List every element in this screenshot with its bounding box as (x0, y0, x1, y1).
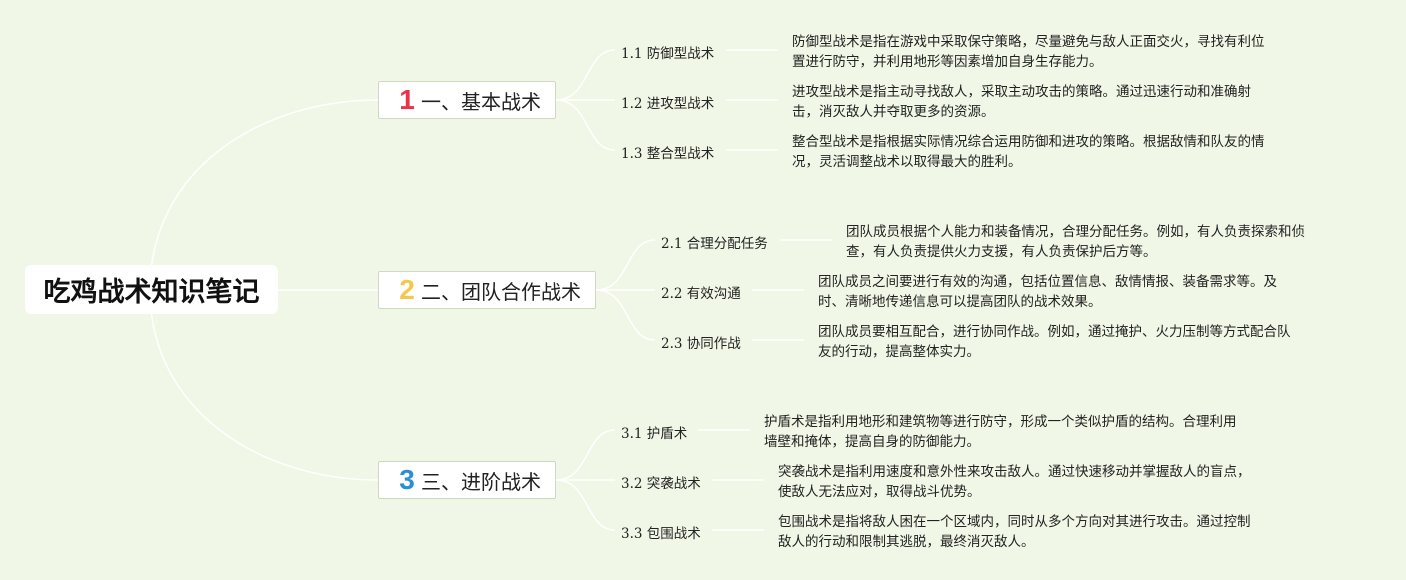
desc-line: 团队成员根据个人能力和装备情况，合理分配任务。例如，有人负责探索和侦 (846, 224, 1305, 240)
desc-line: 查，有人负责提供火力支援，有人负责保护后方等。 (846, 244, 1157, 260)
branch-label: 三、进阶战术 (421, 469, 541, 494)
desc-line: 敌人的行动和限制其逃脱，最终消灭敌人。 (778, 534, 1035, 550)
desc-shield-tactic: 护盾术是指利用地形和建筑物等进行防守，形成一个类似护盾的结构。合理利用 墙壁和掩… (764, 412, 1284, 452)
desc-line: 墙壁和掩体，提高自身的防御能力。 (764, 434, 980, 450)
number-3-icon: 3 (399, 464, 415, 495)
connector-root-branch-3 (149, 289, 379, 481)
desc-offensive-tactics: 进攻型战术是指主动寻找敌人，采取主动攻击的策略。通过迅速行动和准确射 击，消灭敌… (792, 82, 1302, 122)
desc-line: 突袭战术是指利用速度和意外性来攻击敌人。通过快速移动并掌握敌人的盲点， (778, 464, 1251, 480)
branch-team-tactics[interactable]: 2 二、团队合作战术 (378, 271, 596, 309)
branch-advanced-tactics[interactable]: 3 三、进阶战术 (378, 461, 556, 499)
leaf-raid-tactic[interactable]: 3.2 突袭战术 (621, 476, 701, 492)
desc-line: 况，灵活调整战术以取得最大的胜利。 (792, 154, 1022, 170)
desc-line: 整合型战术是指根据实际情况综合运用防御和进攻的策略。根据敌情和队友的情 (792, 134, 1265, 150)
desc-line: 护盾术是指利用地形和建筑物等进行防守，形成一个类似护盾的结构。合理利用 (764, 414, 1237, 430)
root-title: 吃鸡战术知识笔记 (43, 277, 260, 308)
desc-defensive-tactics: 防御型战术是指在游戏中采取保守策略，尽量避免与敌人正面交火，寻找有利位 置进行防… (792, 32, 1302, 72)
branch-label: 二、团队合作战术 (421, 279, 581, 304)
leaf-shield-tactic[interactable]: 3.1 护盾术 (621, 426, 688, 442)
number-2-icon: 2 (399, 274, 415, 305)
desc-line: 团队成员要相互配合，进行协同作战。例如，通过掩护、火力压制等方式配合队 (818, 324, 1291, 340)
desc-task-assignment: 团队成员根据个人能力和装备情况，合理分配任务。例如，有人负责探索和侦 查，有人负… (846, 222, 1366, 262)
leaf-coordinated-combat[interactable]: 2.3 协同作战 (661, 336, 741, 352)
desc-line: 包围战术是指将敌人困在一个区域内，同时从多个方向对其进行攻击。通过控制 (778, 514, 1251, 530)
desc-communication: 团队成员之间要进行有效的沟通，包括位置信息、敌情情报、装备需求等。及 时、清晰地… (818, 272, 1338, 312)
connector-branch2-item1 (595, 239, 656, 291)
root-node[interactable]: 吃鸡战术知识笔记 (25, 265, 278, 314)
connector-branch1-item1 (555, 49, 616, 101)
desc-coordinated-combat: 团队成员要相互配合，进行协同作战。例如，通过掩护、火力压制等方式配合队 友的行动… (818, 322, 1338, 362)
leaf-task-assignment[interactable]: 2.1 合理分配任务 (661, 236, 768, 252)
desc-line: 置进行防守，并利用地形等因素增加自身生存能力。 (792, 54, 1103, 70)
branch-basic-tactics[interactable]: 1 一、基本战术 (378, 81, 556, 119)
desc-line: 击，消灭敌人并夺取更多的资源。 (792, 104, 995, 120)
desc-line: 使敌人无法应对，取得战斗优势。 (778, 484, 981, 500)
leaf-defensive-tactics[interactable]: 1.1 防御型战术 (621, 46, 715, 62)
leaf-encirclement-tactic[interactable]: 3.3 包围战术 (621, 526, 701, 542)
desc-encirclement-tactic: 包围战术是指将敌人困在一个区域内，同时从多个方向对其进行攻击。通过控制 敌人的行… (778, 512, 1298, 552)
desc-line: 团队成员之间要进行有效的沟通，包括位置信息、敌情情报、装备需求等。及 (818, 274, 1277, 290)
connector-branch3-item3 (555, 479, 616, 531)
connector-branch2-item3 (595, 289, 656, 341)
leaf-integrated-tactics[interactable]: 1.3 整合型战术 (621, 146, 715, 162)
desc-line: 友的行动，提高整体实力。 (818, 344, 980, 360)
desc-line: 时、清晰地传递信息可以提高团队的战术效果。 (818, 294, 1102, 310)
desc-integrated-tactics: 整合型战术是指根据实际情况综合运用防御和进攻的策略。根据敌情和队友的情 况，灵活… (792, 132, 1302, 172)
leaf-offensive-tactics[interactable]: 1.2 进攻型战术 (621, 96, 715, 112)
connector-root-branch-1 (149, 99, 379, 291)
leaf-communication[interactable]: 2.2 有效沟通 (661, 286, 741, 302)
connector-branch1-item3 (555, 99, 616, 151)
desc-raid-tactic: 突袭战术是指利用速度和意外性来攻击敌人。通过快速移动并掌握敌人的盲点， 使敌人无… (778, 462, 1298, 502)
branch-label: 一、基本战术 (421, 89, 541, 114)
desc-line: 防御型战术是指在游戏中采取保守策略，尽量避免与敌人正面交火，寻找有利位 (792, 34, 1265, 50)
number-1-icon: 1 (399, 84, 415, 115)
connector-branch3-item1 (555, 429, 616, 481)
desc-line: 进攻型战术是指主动寻找敌人，采取主动攻击的策略。通过迅速行动和准确射 (792, 84, 1251, 100)
